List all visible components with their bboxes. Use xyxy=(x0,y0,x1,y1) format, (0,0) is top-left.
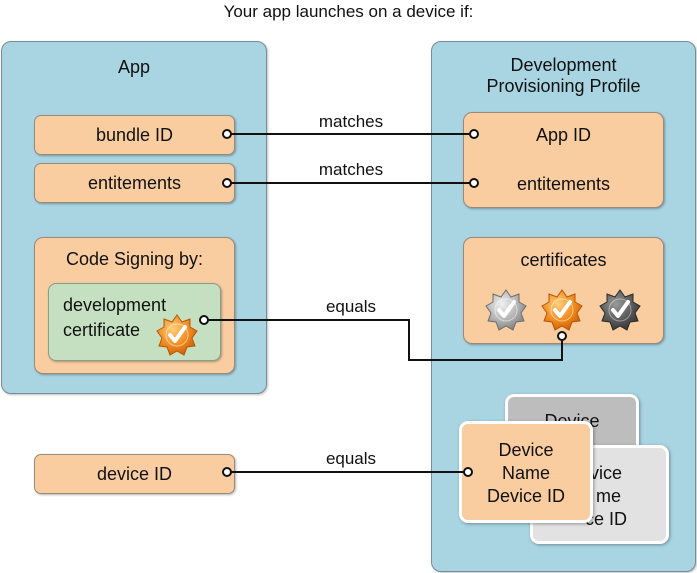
silver-badge-icon xyxy=(485,289,527,331)
matches-label-2: matches xyxy=(319,160,383,179)
device-card-middle-line1: vice xyxy=(590,463,623,483)
device-card-dot xyxy=(463,467,473,477)
profile-title-line1: Development xyxy=(510,55,617,75)
development-certificate-box: development certificate xyxy=(48,283,221,361)
device-card-middle-line3: ce ID xyxy=(585,509,628,529)
certificate-equals-line xyxy=(204,319,563,361)
profile-entitlements-label: entitements xyxy=(516,174,611,194)
certificate-badges xyxy=(156,289,641,356)
device-card-front-line2: Name xyxy=(501,463,550,483)
bundle-id-dot xyxy=(222,129,232,139)
device-card-front-line3: Device ID xyxy=(486,486,566,506)
device-card-front-line1: Device xyxy=(498,440,554,460)
certificate-label-line2: certificate xyxy=(63,320,141,340)
device-id-dot xyxy=(222,467,232,477)
app-id-box: App ID entitements xyxy=(463,112,664,208)
profile-title-line2: Provisioning Profile xyxy=(486,76,641,96)
device-id-pill: device ID xyxy=(34,454,235,494)
app-id-label: App ID xyxy=(535,125,592,145)
app-panel-title: App xyxy=(117,57,151,77)
dev-cert-dot xyxy=(199,315,209,325)
code-signing-title: Code Signing by: xyxy=(65,249,204,269)
matches-label-1: matches xyxy=(319,112,383,131)
profile-cert-dot xyxy=(557,331,567,341)
device-card-middle-line2: me xyxy=(596,486,622,506)
dark-badge-icon xyxy=(599,289,641,331)
app-entitlements-dot xyxy=(222,178,232,188)
certificate-label-line1: development xyxy=(63,295,167,315)
device-card-front: Device Name Device ID xyxy=(459,421,593,523)
orange-badge-icon xyxy=(541,289,583,331)
appid-dot xyxy=(469,129,479,139)
app-entitlements-pill: entitements xyxy=(34,163,235,203)
equals-label-2: equals xyxy=(326,449,376,468)
certificates-title: certificates xyxy=(520,250,607,270)
profile-entitlements-dot xyxy=(469,178,479,188)
diagram-heading: Your app launches on a device if: xyxy=(223,2,474,21)
dev-cert-badge-icon xyxy=(156,314,198,356)
equals-label-1: equals xyxy=(326,297,376,316)
